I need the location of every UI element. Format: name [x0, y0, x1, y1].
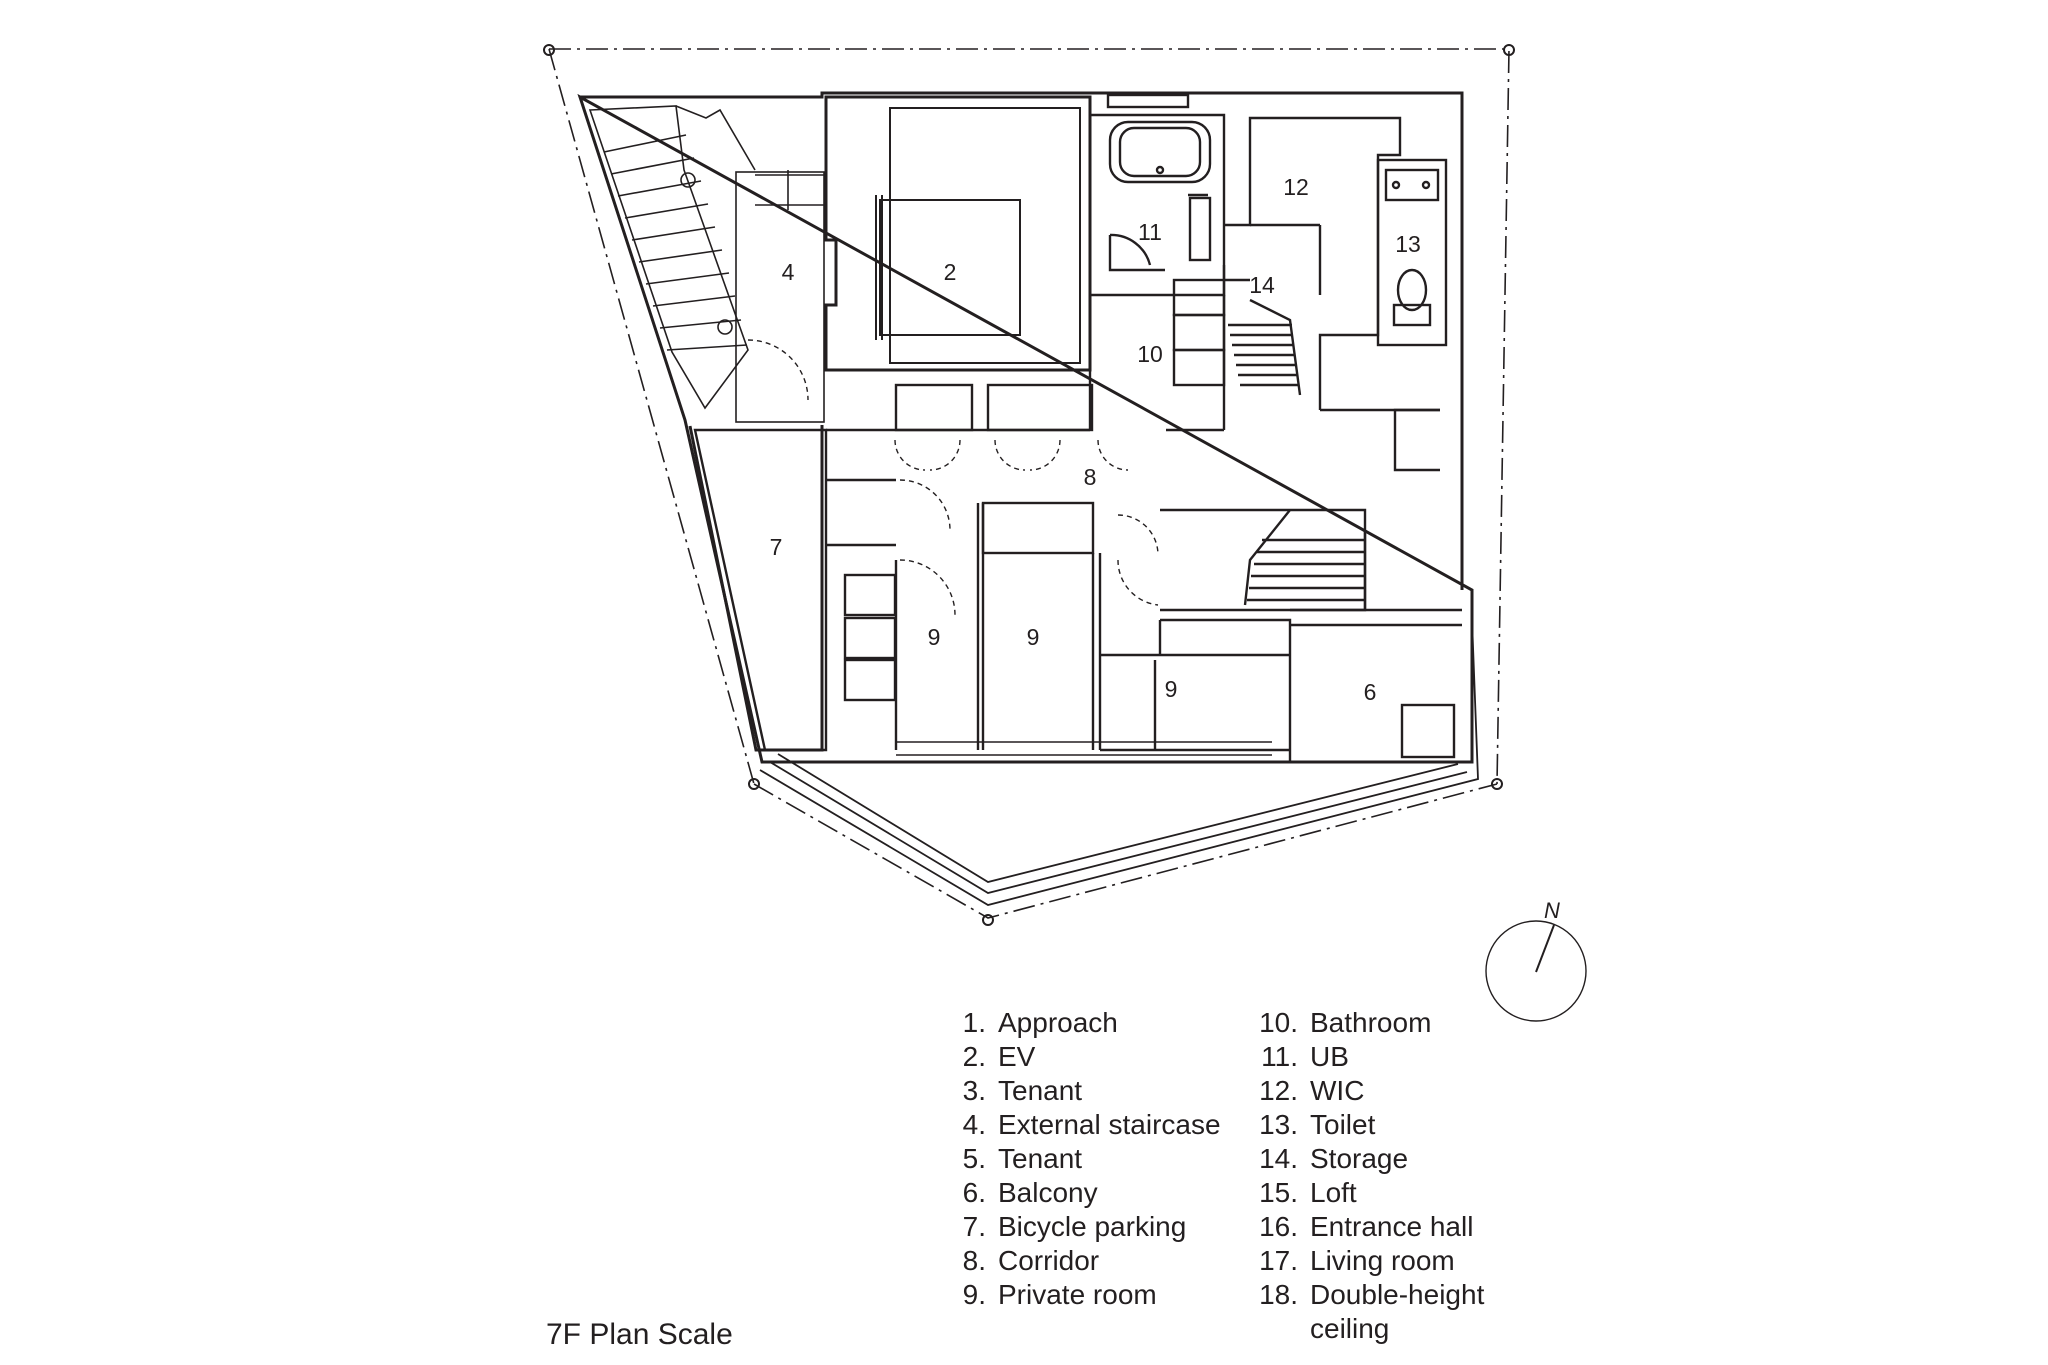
compass-circle [1485, 920, 1587, 1022]
room-label-9-center: 9 [1027, 624, 1040, 650]
legend-column-2: 10. Bathroom 11. UB 12. WIC 13. Toilet 14. St… [1248, 1006, 1484, 1346]
room-label-6: 6 [1364, 679, 1377, 705]
legend-number: 8. [962, 1245, 986, 1276]
elevator-core [824, 95, 1092, 372]
legend-label: Storage [1310, 1143, 1409, 1174]
legend-number: 3. [962, 1075, 986, 1106]
legend-number: 2. [962, 1041, 986, 1072]
legend-item: 13. Toilet [1248, 1108, 1484, 1142]
legend-label: Living room [1310, 1245, 1455, 1276]
legend-number: 12. [1259, 1075, 1298, 1106]
legend-number: 11. [1261, 1041, 1298, 1072]
legend-number: 5. [962, 1143, 986, 1174]
legend-item: 9. Private room [950, 1278, 1221, 1312]
legend-label: Corridor [998, 1245, 1100, 1276]
legend-number: 13. [1259, 1109, 1298, 1140]
legend-item: 3. Tenant [950, 1074, 1221, 1108]
compass-north-label: N [1544, 898, 1560, 923]
legend-item: 18. Double-height ceiling [1248, 1278, 1484, 1346]
room-label-9-right: 9 [1165, 676, 1178, 702]
room-label-7: 7 [770, 534, 783, 560]
window-frames [896, 741, 1272, 756]
legend-item: 17. Living room [1248, 1244, 1484, 1278]
interior-partitions [826, 383, 1292, 762]
legend-number: 10. [1259, 1007, 1298, 1038]
room-label-10: 10 [1137, 341, 1163, 367]
door-swings [747, 339, 1159, 616]
legend-label: Balcony [998, 1177, 1098, 1208]
legend-number: 17. [1259, 1245, 1298, 1276]
legend-label: Private room [998, 1279, 1157, 1310]
legend-number: 14. [1259, 1143, 1298, 1174]
room-label-2: 2 [944, 259, 957, 285]
legend-number: 9. [962, 1279, 986, 1310]
legend-number: 4. [962, 1109, 986, 1140]
terrace-balustrade [759, 619, 1479, 906]
boundary-markers [543, 44, 1515, 926]
legend-label: Toilet [1310, 1109, 1376, 1140]
legend-item: 16. Entrance hall [1248, 1210, 1484, 1244]
legend-item: 5. Tenant [950, 1142, 1221, 1176]
room-label-13: 13 [1395, 231, 1421, 257]
legend-label: Bicycle parking [998, 1211, 1187, 1242]
legend-label: WIC [1310, 1075, 1365, 1106]
legend-item: 14. Storage [1248, 1142, 1484, 1176]
legend-item: 2. EV [950, 1040, 1221, 1074]
legend-item: 15. Loft [1248, 1176, 1484, 1210]
bicycle-parking [693, 428, 828, 752]
legend-number: 1. [962, 1007, 986, 1038]
legend-item: 10. Bathroom [1248, 1006, 1484, 1040]
legend-item: 4. External staircase [950, 1108, 1221, 1142]
room-label-14: 14 [1249, 272, 1275, 298]
legend-label: Entrance hall [1310, 1211, 1474, 1242]
legend-item: 8. Corridor [950, 1244, 1221, 1278]
legend-column-1: 1. Approach 2. EV 3. Tenant 4. External stai… [950, 1006, 1221, 1312]
plan-caption: 7F Plan Scale [546, 1318, 733, 1351]
legend-label: EV [998, 1041, 1036, 1072]
room-label-4: 4 [782, 259, 795, 285]
room-labels: 2 4 6 7 8 9 9 9 10 11 12 13 14 [770, 174, 1421, 705]
legend-number: 16. [1259, 1211, 1298, 1242]
legend-label: Bathroom [1310, 1007, 1432, 1038]
legend-label: Approach [998, 1007, 1118, 1038]
room-label-11: 11 [1138, 219, 1162, 245]
legend-item: 6. Balcony [950, 1176, 1221, 1210]
legend-item: 7. Bicycle parking [950, 1210, 1221, 1244]
room-label-12: 12 [1283, 174, 1309, 200]
legend-item: 1. Approach [950, 1006, 1221, 1040]
legend-number: 7. [962, 1211, 986, 1242]
legend-number: 18. [1259, 1279, 1298, 1310]
exterior-walls [577, 91, 1474, 764]
site-boundary [548, 48, 1510, 919]
legend-label: UB [1310, 1041, 1349, 1072]
external-staircase [588, 105, 825, 423]
right-rooms [1088, 93, 1462, 759]
room-label-9-left: 9 [928, 624, 941, 650]
north-compass: N [1485, 898, 1587, 1022]
legend-label: Tenant [998, 1075, 1083, 1106]
legend-item: 12. WIC [1248, 1074, 1484, 1108]
legend-label: Double-height ceiling [1310, 1279, 1485, 1344]
legend-label: External staircase [998, 1109, 1221, 1140]
legend-label: Tenant [998, 1143, 1083, 1174]
room-label-8: 8 [1084, 464, 1097, 490]
legend-number: 6. [962, 1177, 986, 1208]
legend-label: Loft [1310, 1177, 1357, 1208]
legend-item: 11. UB [1248, 1040, 1484, 1074]
legend-number: 15. [1259, 1177, 1298, 1208]
compass-needle [1535, 924, 1555, 973]
